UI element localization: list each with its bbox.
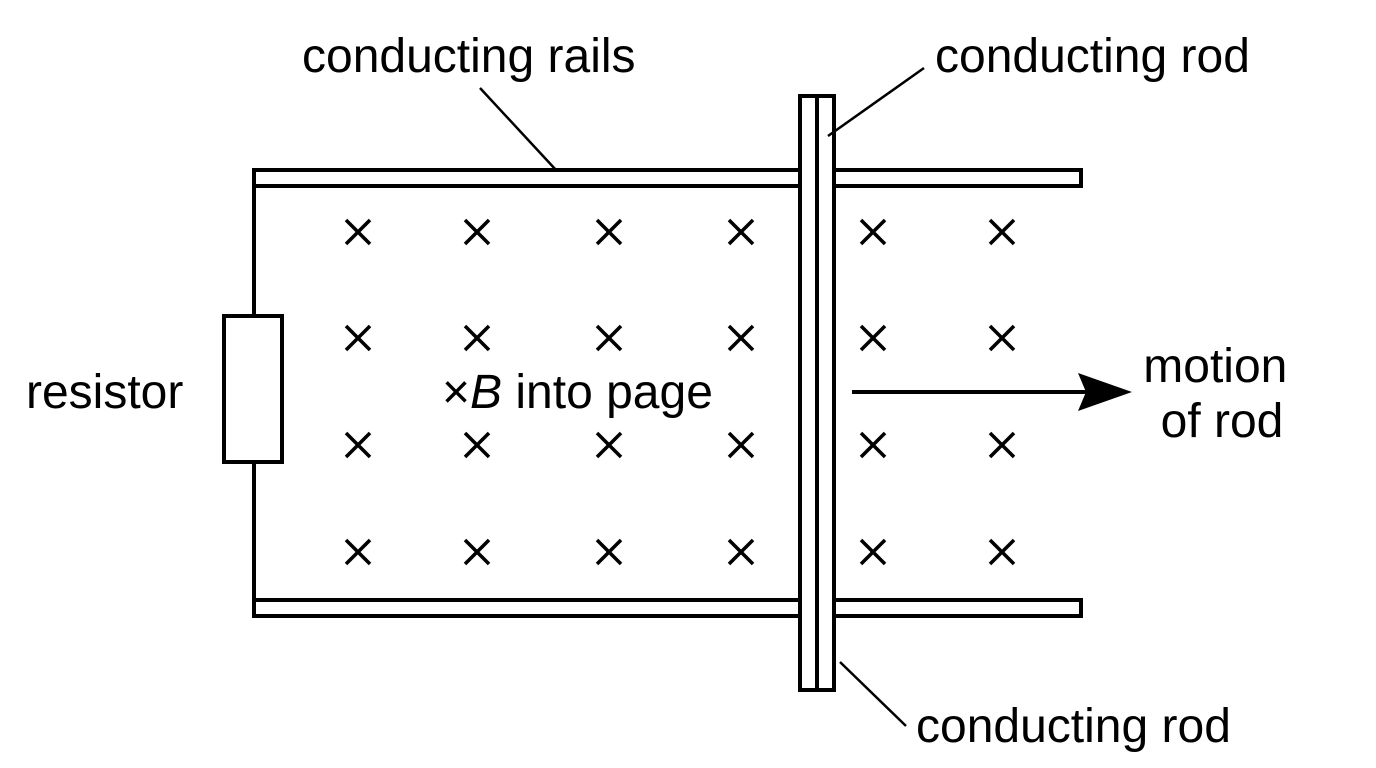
motion-label-line-1: motion (1143, 340, 1287, 393)
resistor-label: resistor (26, 366, 183, 419)
field-description: into page (502, 366, 713, 419)
x-into-page-icon (595, 218, 623, 246)
conducting-rod-bottom-label: conducting rod (916, 700, 1231, 753)
x-into-page-icon (463, 218, 491, 246)
bottom-rail (252, 598, 1083, 618)
x-into-page-icon (988, 218, 1016, 246)
x-into-page-icon (595, 431, 623, 459)
x-into-page-icon (988, 538, 1016, 566)
magnetic-field-label: ×B into page (442, 366, 713, 419)
x-into-page-icon (463, 431, 491, 459)
x-into-page-icon (463, 538, 491, 566)
x-into-page-icon (344, 324, 372, 352)
motion-label: motion of rod (1143, 340, 1300, 448)
motion-label-line-2: of rod (1161, 395, 1284, 448)
x-into-page-icon (988, 431, 1016, 459)
rails-leader-line (479, 87, 557, 171)
resistor (222, 314, 284, 464)
x-into-page-icon (727, 218, 755, 246)
x-into-page-icon (859, 431, 887, 459)
top-rail (252, 168, 1083, 188)
rod-top-leader-line (827, 66, 925, 138)
x-into-page-icon (727, 324, 755, 352)
conducting-rod-top-label: conducting rod (935, 30, 1250, 83)
motion-arrow-head (1078, 373, 1132, 411)
x-into-page-icon (859, 324, 887, 352)
x-into-page-icon (859, 538, 887, 566)
magnetic-field-grid (344, 218, 1016, 566)
field-variable: B (470, 366, 502, 419)
x-into-page-icon (595, 324, 623, 352)
x-into-page-icon (344, 218, 372, 246)
x-into-page-icon (988, 324, 1016, 352)
x-into-page-icon (727, 431, 755, 459)
x-into-page-icon (463, 324, 491, 352)
x-into-page-icon (344, 431, 372, 459)
conducting-rails-label: conducting rails (302, 30, 636, 83)
x-into-page-icon (859, 218, 887, 246)
x-into-page-icon (595, 538, 623, 566)
x-into-page-icon (727, 538, 755, 566)
field-symbol: × (442, 366, 470, 419)
rod-bottom-leader-line (839, 661, 907, 727)
x-into-page-icon (344, 538, 372, 566)
